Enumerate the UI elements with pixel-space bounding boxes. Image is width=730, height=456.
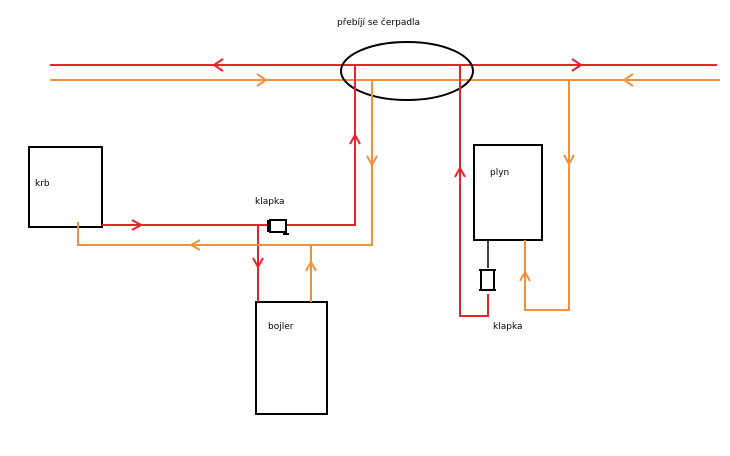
krb-return-arrow-left xyxy=(188,239,201,251)
krb-hot-arrow-up xyxy=(349,132,361,145)
krb-hot-arrow-right xyxy=(131,219,144,231)
krb-return-arrow-down xyxy=(366,155,378,168)
hot-pipe-main-arrow-right xyxy=(571,58,583,72)
plyn-hot-pipe xyxy=(459,65,489,317)
hot-pipe-main-arrow-left xyxy=(212,58,224,72)
klapka-left-label: klapka xyxy=(255,197,285,207)
krb-box xyxy=(28,146,103,228)
return-pipe-main-arrow-left xyxy=(622,73,634,87)
bojler-return-arrow-up xyxy=(305,259,317,272)
bojler-hot-arrow-down xyxy=(252,257,264,270)
return-pipe-main-arrow-right xyxy=(256,73,268,87)
plyn-hot-arrow-up xyxy=(454,165,466,178)
klapka-right-label: klapka xyxy=(493,322,523,332)
bojler-box xyxy=(255,301,328,415)
krb-label: krb xyxy=(35,179,50,189)
plyn-return-arrow-down xyxy=(563,154,575,167)
plyn-return-pipe xyxy=(524,80,570,311)
krb-return-pipe xyxy=(77,80,373,246)
plyn-return-arrow-up xyxy=(519,269,531,282)
klapka-left-valve-icon xyxy=(267,219,289,235)
plyn-box xyxy=(473,144,543,241)
klapka-right-valve-icon xyxy=(479,269,496,291)
pump-note-label: přebíjí se čerpadla xyxy=(337,17,420,28)
pump-overlap-ellipse xyxy=(340,41,474,101)
bojler-label: bojler xyxy=(268,322,294,332)
krb-hot-pipe xyxy=(102,65,356,226)
plyn-label: plyn xyxy=(490,168,509,178)
